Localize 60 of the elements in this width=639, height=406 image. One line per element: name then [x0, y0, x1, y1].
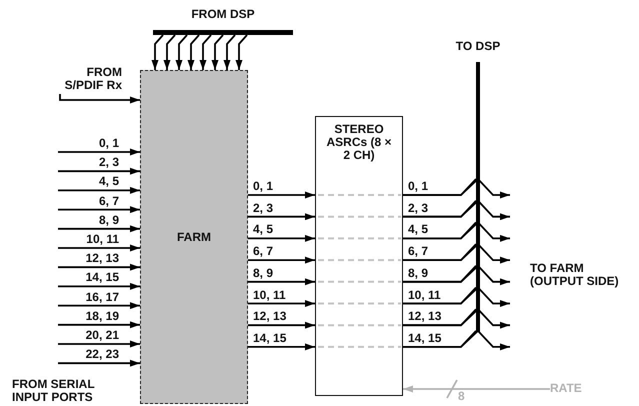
arrow — [236, 34, 248, 70]
arrow — [57, 225, 140, 232]
arrow — [57, 340, 140, 348]
farm-block — [140, 70, 248, 404]
arrow — [57, 302, 140, 310]
arrow — [248, 234, 315, 242]
arrow — [403, 264, 510, 286]
edge-label: 2, 3 — [98, 156, 120, 170]
arrow — [248, 192, 315, 198]
arrow — [57, 168, 140, 175]
edge-label: 10, 11 — [85, 233, 120, 246]
source-label: FROM SERIAL INPUT PORTS — [12, 378, 96, 404]
edge-label: 6, 7 — [98, 194, 120, 208]
arrow — [57, 360, 140, 367]
arrow — [403, 308, 510, 329]
arrow — [403, 330, 510, 350]
arrow — [152, 34, 164, 70]
edge-label: 12, 13 — [84, 252, 120, 266]
arrow — [248, 213, 315, 220]
arrow — [403, 242, 510, 264]
arrow — [403, 178, 510, 198]
arrow — [188, 34, 200, 70]
arrow — [224, 34, 236, 70]
arrow — [59, 94, 140, 104]
block-label: FARM — [176, 230, 212, 244]
edge-label: 16, 17 — [84, 290, 120, 304]
arrow — [403, 221, 510, 242]
arrow — [248, 278, 315, 286]
arrow — [57, 321, 140, 328]
edge-label: 22, 23 — [84, 348, 120, 362]
arrow — [248, 256, 315, 264]
bus-label: TO DSP — [454, 40, 502, 53]
edge-label: 8, 9 — [98, 214, 120, 227]
arrow — [57, 186, 140, 194]
block-label: STEREO ASRCs (8 × 2 CH) — [325, 123, 393, 162]
arrow — [57, 244, 140, 252]
destination-label: TO FARM (OUTPUT SIDE) — [530, 262, 620, 288]
arrow — [248, 322, 315, 329]
arrow — [212, 34, 224, 70]
arrow — [164, 34, 176, 70]
arrow — [57, 282, 140, 290]
arrow — [57, 264, 140, 271]
edge-label: 20, 21 — [84, 329, 120, 342]
arrow — [403, 286, 510, 307]
edge-label: 14, 15 — [84, 271, 120, 284]
edge-label: 4, 5 — [98, 175, 120, 188]
rate-label: RATE — [550, 382, 590, 396]
arrow — [200, 34, 212, 70]
arrow — [176, 34, 188, 70]
arrow — [57, 148, 140, 156]
edge-label: 18, 19 — [84, 310, 120, 323]
arrow — [248, 300, 315, 307]
bus-label: FROM DSP — [190, 8, 256, 21]
edge-label: 0, 1 — [98, 137, 120, 150]
arrow — [248, 343, 315, 350]
arrow — [57, 206, 140, 214]
arrow — [402, 379, 551, 399]
asrc-block — [315, 116, 403, 396]
arrow — [403, 199, 510, 220]
source-label: FROM S/PDIF Rx — [50, 66, 122, 94]
